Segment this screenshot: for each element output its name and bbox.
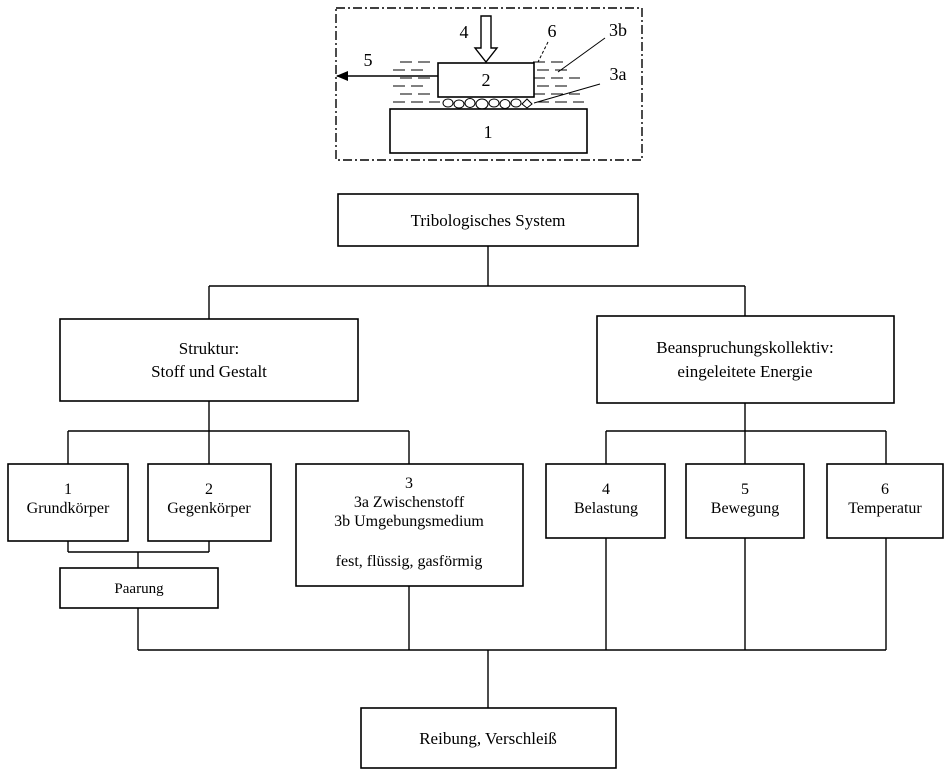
counter-body-shape xyxy=(437,62,535,98)
base-body-node: 1 Grundkörper xyxy=(7,463,129,542)
load-num: 4 xyxy=(602,481,610,498)
counter-body-num: 2 xyxy=(205,481,213,498)
interlayer-label: 3a xyxy=(610,64,627,84)
interlayer-particles xyxy=(442,98,533,110)
loading-line1: Beanspruchungskollektiv: xyxy=(656,338,834,357)
load-label: Belastung xyxy=(574,500,638,517)
loading-line2: eingeleitete Energie xyxy=(677,362,812,381)
intermediate-line3: fest, flüssig, gasförmig xyxy=(336,553,483,570)
motion-num: 5 xyxy=(741,481,749,498)
ambient-medium-hatching xyxy=(393,61,584,103)
root-label: Tribologisches System xyxy=(411,211,566,230)
ambient-medium-leader xyxy=(557,37,606,73)
motion-node: 5 Bewegung xyxy=(685,463,805,539)
motion-arrow-label: 5 xyxy=(364,50,373,70)
load-arrow-label: 4 xyxy=(460,22,469,42)
counter-body-label: Gegenkörper xyxy=(167,500,251,517)
root-node: Tribologisches System xyxy=(337,193,639,247)
pairing-label: Paarung xyxy=(114,581,164,597)
temperature-leader xyxy=(537,41,549,63)
system-boundary xyxy=(335,7,643,161)
temperature-num: 6 xyxy=(881,481,889,498)
structure-line1: Struktur: xyxy=(179,339,239,358)
result-label: Reibung, Verschleiß xyxy=(419,729,557,748)
structure-node: Struktur: Stoff und Gestalt xyxy=(59,318,359,402)
temperature-label: 6 xyxy=(548,21,557,41)
tribosystem-schematic: 2 1 4 5 6 3b 3a xyxy=(335,7,643,161)
ambient-medium-label: 3b xyxy=(609,20,627,40)
intermediate-line2: 3b Umgebungsmedium xyxy=(334,513,484,530)
load-node: 4 Belastung xyxy=(545,463,666,539)
base-body-number: 1 xyxy=(484,122,493,142)
result-node: Reibung, Verschleiß xyxy=(360,707,617,769)
base-body-label: Grundkörper xyxy=(27,500,110,517)
motion-label: Bewegung xyxy=(711,500,779,517)
temperature-label-text: Temperatur xyxy=(848,500,922,517)
temperature-node: 6 Temperatur xyxy=(826,463,944,539)
pairing-node: Paarung xyxy=(59,567,219,609)
base-body-num: 1 xyxy=(64,481,72,498)
load-arrow xyxy=(473,15,499,64)
intermediate-line1: 3a Zwischenstoff xyxy=(354,494,465,511)
intermediate-num: 3 xyxy=(405,475,413,492)
structure-line2: Stoff und Gestalt xyxy=(151,362,267,381)
counter-body-node: 2 Gegenkörper xyxy=(147,463,272,542)
counter-body-number: 2 xyxy=(482,70,491,90)
intermediate-node: 3 3a Zwischenstoff 3b Umgebungsmedium fe… xyxy=(295,463,524,587)
loading-node: Beanspruchungskollektiv: eingeleitete En… xyxy=(596,315,895,404)
base-body-shape xyxy=(389,108,588,154)
connector-lines xyxy=(67,246,887,708)
interlayer-leader xyxy=(533,83,601,104)
